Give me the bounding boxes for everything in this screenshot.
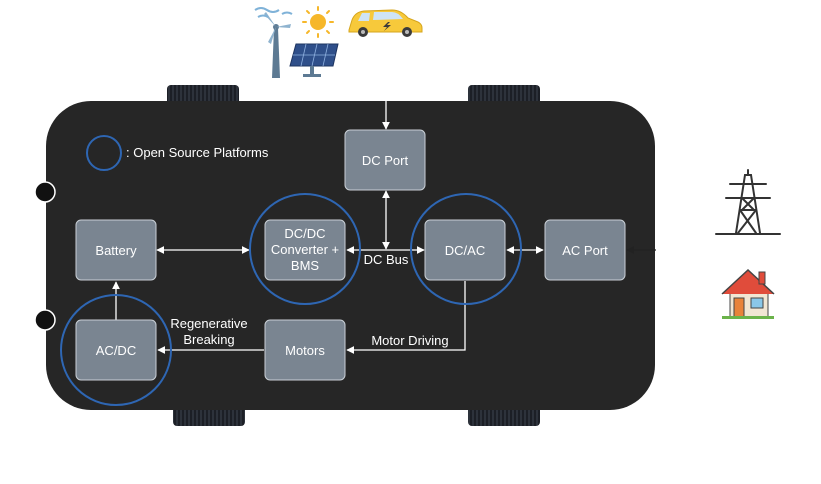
side-connector-top (34, 181, 56, 203)
block-dc-port: DC Port (344, 129, 426, 191)
power-tower-icon (715, 169, 781, 235)
label-regen-line2: Breaking (183, 332, 234, 347)
block-dc-port-label: DC Port (362, 153, 409, 168)
block-dcdc-line3: BMS (291, 258, 320, 273)
wind-turbine-icon (254, 7, 293, 78)
side-connector-bottom (34, 309, 56, 331)
block-dcdc: DC/DC Converter + BMS (264, 219, 346, 281)
block-motors-label: Motors (285, 343, 325, 358)
block-ac-port: AC Port (544, 219, 626, 281)
block-dcdc-line1: DC/DC (284, 226, 325, 241)
electric-car-icon (348, 9, 423, 37)
label-motor-driving: Motor Driving (371, 333, 448, 348)
sun-icon (302, 6, 334, 38)
block-ac-port-label: AC Port (562, 243, 608, 258)
block-dcac-label: DC/AC (445, 243, 485, 258)
car-body (46, 101, 655, 410)
block-battery: Battery (75, 219, 157, 281)
block-motors: Motors (264, 319, 346, 381)
label-dc-bus: DC Bus (364, 252, 409, 267)
block-dcac: DC/AC (424, 219, 506, 281)
solar-panel-icon (289, 43, 339, 77)
highlight-acdc (60, 294, 172, 406)
label-regen-line1: Regenerative (170, 316, 247, 331)
block-dcdc-line2: Converter + (271, 242, 339, 257)
house-icon (721, 268, 775, 319)
legend-text: : Open Source Platforms (126, 145, 269, 160)
highlight-dcdc (249, 193, 361, 305)
block-acdc-label: AC/DC (96, 343, 136, 358)
block-battery-label: Battery (95, 243, 137, 258)
block-acdc: AC/DC (75, 319, 157, 381)
legend-circle (86, 135, 122, 171)
highlight-dcac (410, 193, 522, 305)
